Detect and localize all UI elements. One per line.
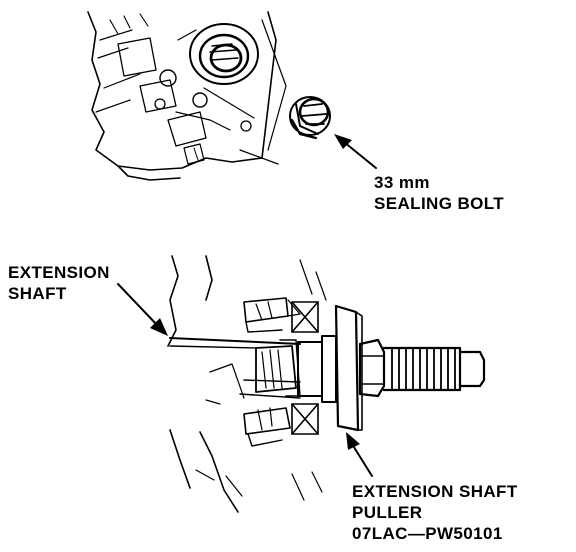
sealing-bolt-label: 33 mm SEALING BOLT	[374, 172, 504, 214]
extension-shaft-puller-label: EXTENSION SHAFT PULLER 07LAC—PW50101	[352, 481, 518, 544]
extension-shaft-line2: SHAFT	[8, 284, 67, 303]
extension-shaft-leader	[117, 283, 168, 336]
puller-line2: PULLER	[352, 503, 423, 522]
extension-shaft-line1: EXTENSION	[8, 263, 110, 282]
transmission-case-illustration	[87, 11, 287, 181]
puller-tool	[334, 304, 486, 432]
extension-shaft-label: EXTENSION SHAFT	[8, 262, 110, 304]
puller-line1: EXTENSION SHAFT	[352, 482, 518, 501]
sealing-bolt-size: 33 mm	[374, 173, 430, 192]
sealing-bolt-illustration	[289, 96, 331, 140]
puller-leader	[346, 432, 373, 477]
puller-part-number: 07LAC—PW50101	[352, 524, 503, 543]
sealing-bolt-name: SEALING BOLT	[374, 194, 505, 213]
sealing-bolt-leader	[334, 134, 377, 169]
extension-shaft-puller-illustration	[167, 255, 337, 513]
